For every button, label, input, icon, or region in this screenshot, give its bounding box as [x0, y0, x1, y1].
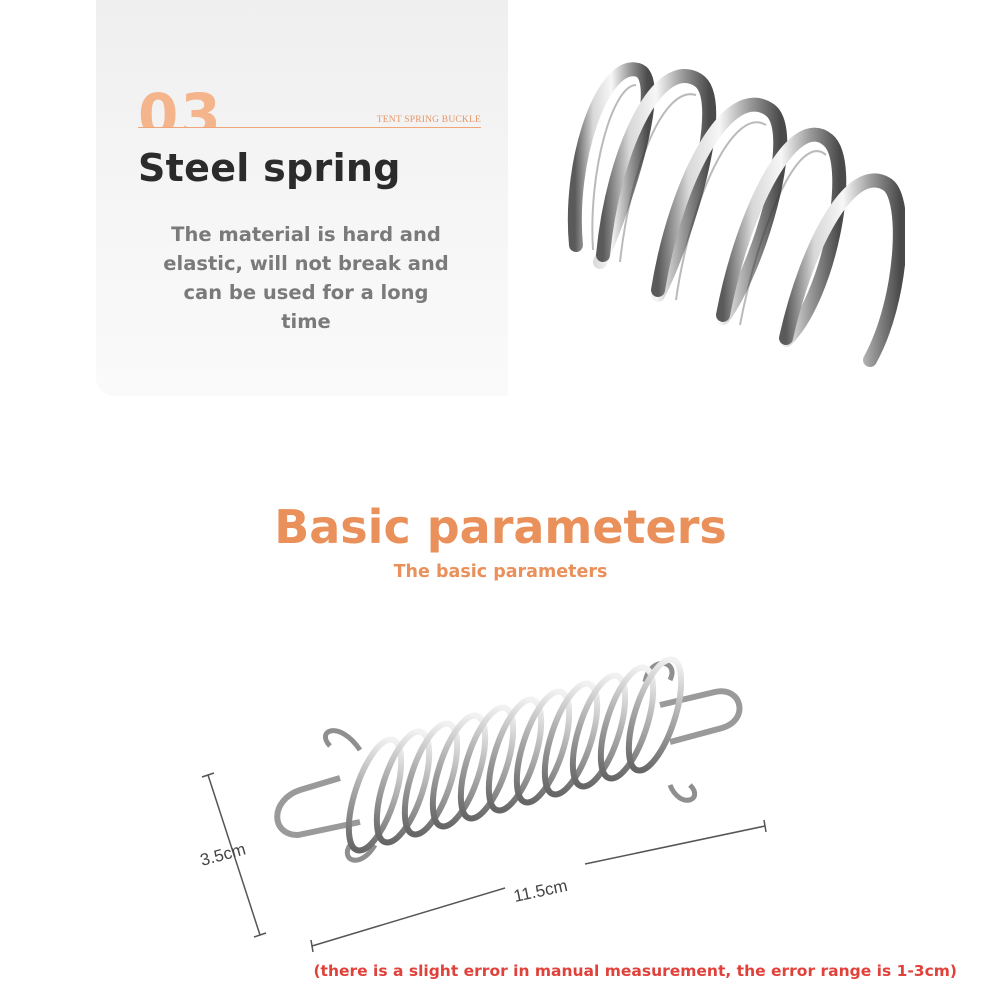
length-label: 11.5cm	[512, 876, 569, 906]
feature-text-panel: 03 TENT SPRING BUCKLE Steel spring The m…	[96, 0, 508, 396]
feature-number: 03	[138, 81, 223, 128]
feature-title: Steel spring	[138, 146, 401, 190]
spring-closeup-image	[508, 0, 905, 396]
spring-buckle-diagram: 3.5cm 11.5cm	[198, 656, 767, 953]
measurement-note: (there is a slight error in manual measu…	[313, 962, 957, 980]
coil-body	[345, 656, 685, 854]
section-subtitle: The basic parameters	[393, 562, 608, 582]
dimension-lines	[201, 772, 767, 953]
spring-closeup-graphic	[567, 62, 905, 367]
feature-card: 03 TENT SPRING BUCKLE Steel spring The m…	[96, 0, 905, 396]
feature-description: The material is hard and elastic, will n…	[163, 223, 449, 333]
height-label: 3.5cm	[198, 840, 248, 870]
feature-divider	[138, 127, 481, 128]
end-loop-right	[659, 688, 743, 745]
section-title: Basic parameters	[274, 500, 727, 554]
end-loop-left	[274, 775, 361, 839]
feature-tag: TENT SPRING BUCKLE	[376, 115, 481, 125]
